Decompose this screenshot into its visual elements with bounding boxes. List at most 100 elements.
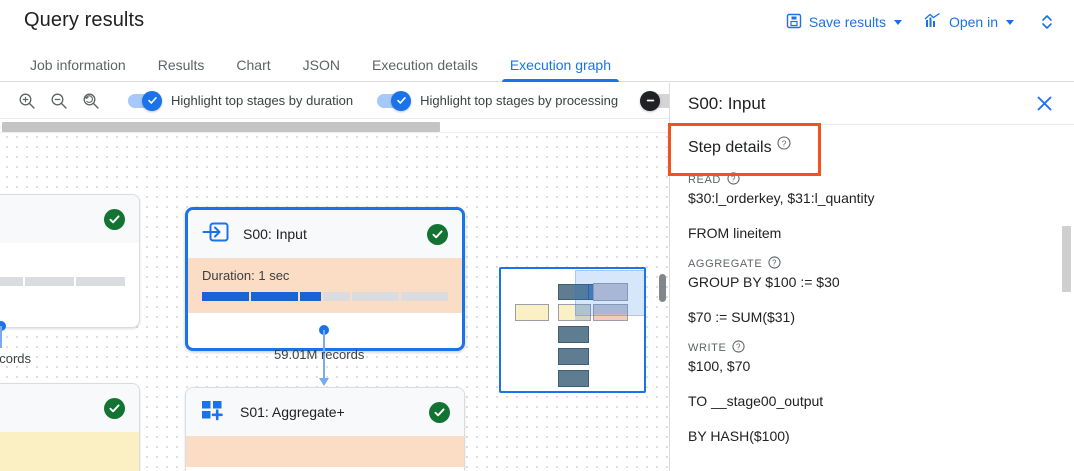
graph-minimap[interactable]	[499, 267, 646, 393]
open-in-button[interactable]: Open in	[922, 11, 1016, 34]
canvas-vertical-scrollbar-thumb[interactable]	[659, 274, 666, 302]
edge-label-left: ecords	[0, 351, 32, 366]
zoom-out-icon[interactable]	[46, 88, 72, 114]
expand-collapse-icon[interactable]	[1034, 10, 1060, 34]
chart-icon	[924, 12, 942, 32]
svg-text:?: ?	[731, 175, 736, 184]
minimap-node	[593, 304, 628, 314]
zoom-controls	[0, 88, 104, 114]
toggle-highlight-processing[interactable]: Highlight top stages by processing	[377, 90, 619, 111]
node-s01-aggregate[interactable]: S01: Aggregate+	[185, 387, 465, 471]
section-text-from: FROM lineitem	[688, 224, 782, 241]
node-partial-bottom-left[interactable]	[0, 383, 140, 471]
toggle-switch-on[interactable]	[128, 90, 162, 111]
section-text-groupby: GROUP BY $100 := $30	[688, 274, 840, 291]
close-icon[interactable]	[1031, 90, 1058, 117]
help-icon[interactable]: ?	[768, 256, 781, 269]
node-duration-s00: Duration: 1 sec	[202, 268, 290, 283]
section-text-to: TO __stage00_output	[688, 392, 824, 409]
execution-graph-canvas[interactable]: ecords S00: Input Du	[0, 119, 669, 471]
minimap-node	[558, 326, 589, 343]
minimap-node	[515, 304, 549, 321]
minimap-node	[558, 348, 589, 365]
node-header: S00: Input	[188, 210, 462, 258]
tab-bar: Job information Results Chart JSON Execu…	[0, 46, 1074, 82]
save-results-button[interactable]: Save results	[784, 11, 904, 34]
tab-json[interactable]: JSON	[287, 58, 356, 81]
minimap-node	[593, 283, 628, 301]
toggle-switch-on[interactable]	[377, 90, 412, 111]
tab-results[interactable]: Results	[142, 58, 221, 81]
minimap-node	[593, 314, 628, 321]
minimap-node	[558, 284, 589, 300]
header-actions: Save results Open in	[784, 10, 1060, 34]
section-text-read: $30:l_orderkey, $31:l_quantity	[688, 190, 875, 206]
minimap-node	[558, 304, 575, 321]
node-body	[0, 432, 139, 471]
section-label-aggregate: AGGREGATE ?	[688, 256, 1056, 270]
node-body: Duration: 1 sec	[188, 258, 462, 313]
step-details-panel: S00: Input Step details ? READ	[669, 83, 1074, 471]
edge-arrow-icon	[319, 378, 329, 386]
node-progress-bar	[202, 292, 449, 301]
node-partial-top-left[interactable]	[0, 194, 140, 328]
label-text: WRITE	[688, 342, 727, 355]
node-header	[0, 384, 139, 432]
label-text: READ	[688, 174, 721, 186]
toggle-knob	[142, 90, 162, 111]
section-text-byhash: BY HASH($100)	[688, 427, 790, 444]
edge-connector-dot	[0, 321, 6, 331]
toggle-switch-off[interactable]	[640, 90, 669, 111]
toggle-label-processing: Highlight top stages by processing	[420, 93, 619, 108]
panel-title: S00: Input	[688, 93, 766, 113]
tab-chart[interactable]: Chart	[220, 58, 286, 81]
edge-label-records: 59.01M records	[274, 347, 365, 362]
help-icon[interactable]: ?	[732, 340, 746, 353]
scrollbar-thumb[interactable]	[2, 122, 440, 132]
toggle-label-duration: Highlight top stages by duration	[171, 93, 354, 108]
svg-text:?: ?	[781, 138, 786, 148]
minimap-viewport[interactable]	[575, 270, 646, 316]
toggle-third-option[interactable]	[640, 90, 669, 111]
edge-line	[0, 326, 2, 348]
save-results-label: Save results	[808, 14, 886, 30]
minimap-node	[575, 304, 591, 321]
zoom-in-icon[interactable]	[14, 88, 40, 114]
zoom-reset-icon[interactable]	[78, 88, 104, 114]
panel-header: S00: Input	[670, 83, 1074, 125]
save-results-icon	[786, 13, 802, 32]
node-s00-input[interactable]: S00: Input Duration: 1 sec	[185, 207, 465, 351]
svg-text:?: ?	[736, 343, 741, 352]
status-success-icon	[427, 223, 448, 245]
input-arrow-icon	[202, 220, 229, 249]
edge-line	[323, 330, 325, 381]
help-icon[interactable]: ?	[777, 136, 791, 150]
page-header: Query results Save results	[0, 0, 1074, 46]
node-body	[0, 243, 139, 298]
tab-job-information[interactable]: Job information	[14, 58, 142, 81]
tab-execution-details[interactable]: Execution details	[356, 58, 494, 81]
node-body	[186, 436, 464, 467]
graph-toolbar: Highlight top stages by duration Highlig…	[0, 83, 669, 119]
aggregate-icon	[200, 398, 226, 427]
help-icon[interactable]: ?	[727, 172, 740, 185]
section-label-write: WRITE ?	[688, 340, 1056, 355]
status-success-icon	[104, 397, 125, 419]
node-title: S01: Aggregate+	[240, 404, 345, 420]
minimap-node	[558, 370, 589, 387]
tab-execution-graph[interactable]: Execution graph	[494, 58, 627, 82]
toggle-knob	[640, 90, 661, 111]
canvas-horizontal-scrollbar[interactable]	[0, 120, 669, 133]
panel-scrollbar-thumb[interactable]	[1062, 226, 1071, 292]
node-duration	[0, 253, 125, 268]
panel-body: Step details ? READ ? $30:l_orderk	[670, 125, 1074, 446]
status-success-icon	[429, 401, 450, 423]
section-label-read: READ ?	[688, 172, 1056, 186]
node-title: S00: Input	[243, 226, 307, 242]
section-text-sum: $70 := SUM($31)	[688, 308, 795, 325]
step-details-heading: Step details ?	[688, 136, 1056, 157]
node-progress-bar	[0, 277, 125, 286]
open-in-label: Open in	[948, 14, 998, 30]
toggle-highlight-duration[interactable]: Highlight top stages by duration	[128, 90, 354, 111]
